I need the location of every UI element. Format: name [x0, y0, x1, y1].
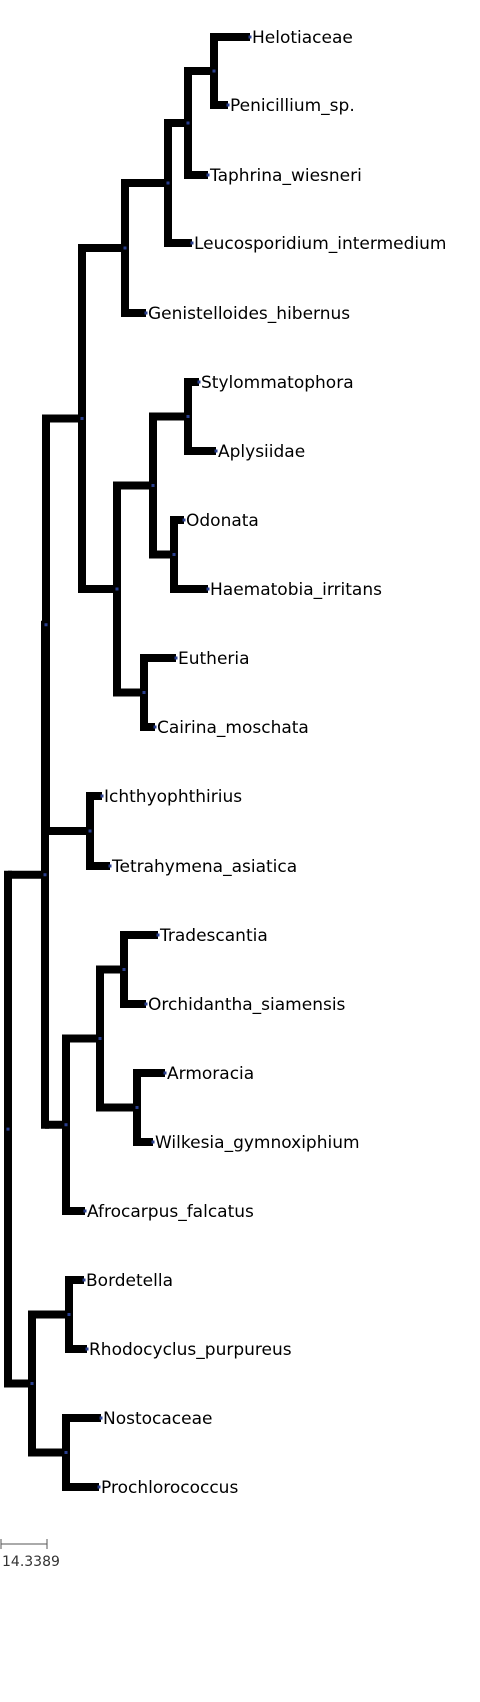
leaf-marker	[82, 1278, 86, 1282]
leaf-marker	[83, 1209, 87, 1213]
node-marker	[186, 121, 190, 125]
leaf-label-tetrahymena: Tetrahymena_asiatica	[111, 857, 297, 877]
node-marker	[122, 968, 126, 971]
leaf-marker	[97, 1485, 101, 1489]
node-marker	[123, 246, 127, 250]
leaf-label-prochlorococcus: Prochlorococcus	[101, 1478, 238, 1498]
node-marker	[64, 1123, 68, 1127]
leaf-label-odonata: Odonata	[186, 511, 259, 531]
node-marker	[6, 1127, 10, 1131]
leaf-label-afrocarpus: Afrocarpus_falcatus	[87, 1202, 254, 1222]
node-marker	[98, 1037, 102, 1040]
node-marker	[44, 623, 48, 627]
leaf-marker	[99, 1416, 103, 1420]
leaf-label-ichthyophthirius: Ichthyophthirius	[104, 787, 242, 807]
leaf-marker	[197, 380, 201, 384]
leaf-marker	[163, 1071, 167, 1075]
node-marker	[64, 1451, 68, 1454]
leaf-label-genistelloides: Genistelloides_hibernus	[148, 304, 350, 324]
leaf-label-armoracia: Armoracia	[167, 1064, 254, 1084]
leaf-marker	[144, 311, 148, 315]
leaf-label-wilkesia: Wilkesia_gymnoxiphium	[155, 1133, 360, 1153]
leaf-marker	[174, 656, 178, 660]
leaf-label-haematobia: Haematobia_irritans	[210, 580, 382, 600]
leaf-marker	[156, 933, 160, 937]
leaf-label-orchidantha: Orchidantha_siamensis	[148, 995, 346, 1015]
leaf-marker	[248, 35, 252, 39]
node-marker	[142, 691, 146, 694]
node-marker	[135, 1106, 139, 1109]
leaf-marker	[214, 449, 218, 453]
node-marker	[80, 417, 84, 420]
leaf-marker	[190, 241, 194, 245]
node-marker	[30, 1382, 34, 1385]
leaf-label-penicillium: Penicillium_sp.	[230, 96, 355, 116]
leaf-marker	[144, 1002, 148, 1006]
leaf-marker	[100, 794, 104, 798]
node-marker	[186, 415, 190, 418]
leaf-marker	[182, 518, 186, 522]
leaf-label-eutheria: Eutheria	[178, 649, 250, 669]
leaf-label-leucosporidium: Leucosporidium_intermedium	[194, 234, 446, 254]
leaf-marker	[206, 587, 210, 591]
leaf-marker	[85, 1347, 89, 1351]
node-marker	[67, 1313, 71, 1316]
leaf-marker	[206, 173, 210, 177]
leaf-label-taphrina: Taphrina_wiesneri	[209, 166, 362, 186]
leaf-marker	[151, 1140, 155, 1144]
node-marker	[88, 829, 92, 833]
node-marker	[43, 873, 47, 877]
leaf-marker	[153, 725, 157, 729]
leaf-label-stylommatophora: Stylommatophora	[201, 373, 354, 393]
leaf-label-rhodocyclus: Rhodocyclus_purpureus	[89, 1340, 292, 1360]
scale-bar-label: 14.3389	[2, 1554, 60, 1570]
node-marker	[115, 587, 119, 591]
leaf-label-tradescantia: Tradescantia	[159, 926, 268, 946]
leaf-label-cairina: Cairina_moschata	[157, 718, 309, 738]
leaf-label-aplysiidae: Aplysiidae	[218, 442, 305, 462]
leaf-label-bordetella: Bordetella	[86, 1271, 173, 1291]
leaf-marker	[226, 103, 230, 107]
node-marker	[151, 484, 155, 487]
node-marker	[212, 69, 216, 73]
node-marker	[172, 553, 176, 556]
node-marker	[166, 181, 170, 185]
leaf-label-helotiaceae: Helotiaceae	[252, 28, 353, 48]
leaf-marker	[108, 864, 112, 868]
leaf-label-nostocaceae: Nostocaceae	[103, 1409, 213, 1429]
